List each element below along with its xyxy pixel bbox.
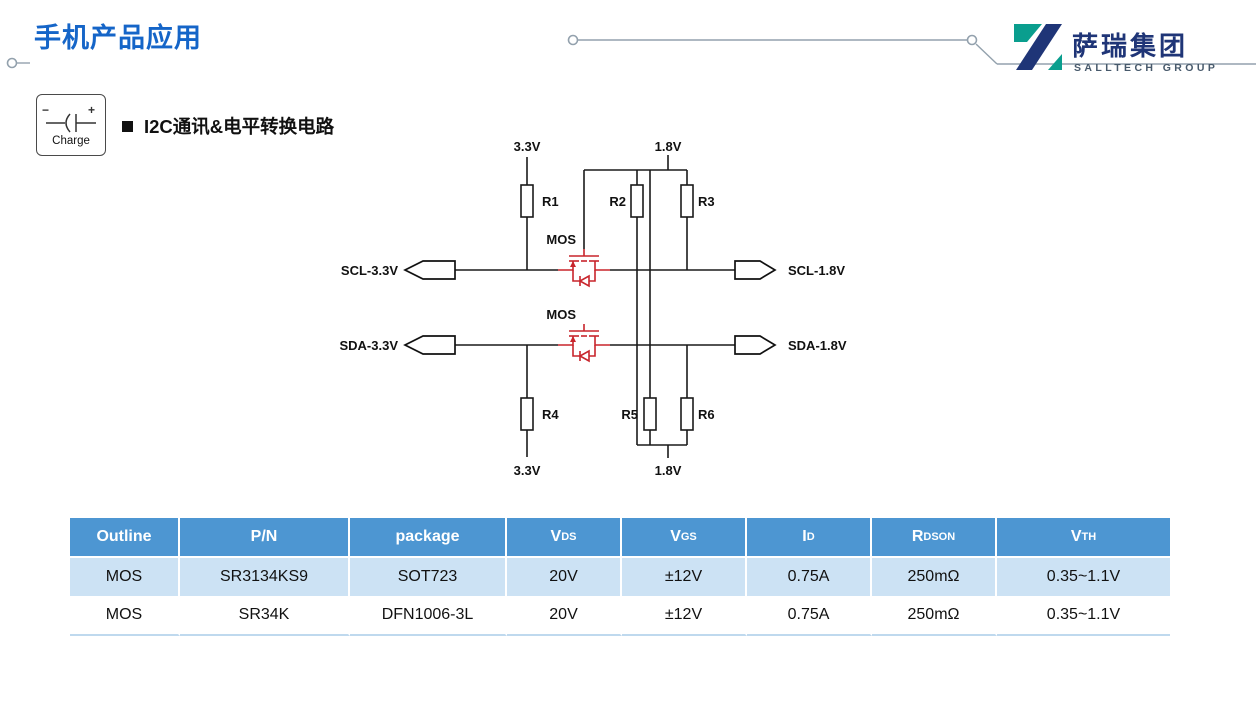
resistor-r1 [520, 184, 534, 218]
charge-icon-card: − + Charge [36, 94, 106, 156]
logo-company-name-en: SALLTECH GROUP [1074, 62, 1219, 74]
cell-vds: 20V [507, 556, 622, 596]
cell-outline: MOS [70, 596, 180, 636]
deco-circle-mid-right [966, 34, 978, 46]
battery-charge-icon: − + [42, 103, 96, 133]
header-text: I [802, 528, 807, 545]
scl-1v8-connector [734, 260, 777, 280]
rail-3v3-bottom-label: 3.3V [514, 463, 541, 478]
r2-label: R2 [609, 194, 626, 209]
sda-out-label: SDA-1.8V [788, 338, 847, 353]
section-heading-text: I2C通讯&电平转换电路 [144, 116, 335, 137]
page-title: 手机产品应用 [34, 23, 202, 53]
plus-sign: + [88, 103, 95, 117]
mos-bottom-label: MOS [546, 307, 576, 322]
r4-label: R4 [542, 407, 559, 422]
col-header-package: package [350, 518, 507, 556]
scl-in-label: SCL-3.3V [341, 263, 398, 278]
col-header-outline: Outline [70, 518, 180, 556]
resistor-r2 [630, 184, 644, 218]
minus-sign: − [42, 103, 49, 117]
sda-1v8-connector [734, 335, 777, 355]
cell-vth: 0.35~1.1V [997, 596, 1170, 636]
header-text: V [550, 528, 562, 545]
header-decoration [6, 34, 1256, 69]
logo-shape-teal-bottom [1048, 54, 1062, 70]
r5-label: R5 [621, 407, 638, 422]
salltech-logo-icon [1014, 24, 1062, 70]
deco-circle-left [6, 57, 18, 69]
header-text: R [911, 528, 924, 545]
cell-pn: SR34K [180, 596, 350, 636]
battery-curved-plate [65, 113, 71, 133]
cell-vgs: ±12V [622, 596, 747, 636]
cell-vgs: ±12V [622, 556, 747, 596]
sda-in-label: SDA-3.3V [339, 338, 398, 353]
resistor-r3 [680, 184, 694, 218]
rail-1v8-bottom-label: 1.8V [655, 463, 682, 478]
r6-label: R6 [698, 407, 715, 422]
col-header-pn: P/N [180, 518, 350, 556]
mosfet-sda-icon [558, 324, 610, 363]
scl-3v3-connector [403, 260, 456, 280]
rail-3v3-top-label: 3.3V [514, 139, 541, 154]
resistor-r4 [520, 397, 534, 431]
r1-label: R1 [542, 194, 559, 209]
deco-line-diagonal [975, 43, 998, 65]
scl-out-label: SCL-1.8V [788, 263, 845, 278]
deco-circle-mid-left [567, 34, 579, 46]
resistor-r6 [680, 397, 694, 431]
cell-vth: 0.35~1.1V [997, 556, 1170, 596]
r3-label: R3 [698, 194, 715, 209]
rail-1v8-top-label: 1.8V [655, 139, 682, 154]
header-text: V [670, 528, 681, 545]
square-bullet-icon [122, 120, 133, 132]
cell-rdson: 250mΩ [872, 556, 997, 596]
logo-shape-navy-diagonal [1016, 24, 1062, 70]
cell-pn: SR3134KS9 [180, 556, 350, 596]
mosfet-scl-icon [558, 249, 610, 288]
logo-shape-teal-top [1014, 24, 1042, 42]
cell-id: 0.75A [747, 596, 872, 636]
sda-3v3-connector [403, 335, 456, 355]
cell-rdson: 250mΩ [872, 596, 997, 636]
mos-top-label: MOS [546, 232, 576, 247]
circuit-wires [455, 155, 735, 458]
header-text: P/N [250, 528, 278, 545]
cell-vds: 20V [507, 596, 622, 636]
cell-package: SOT723 [350, 556, 507, 596]
header-text: Outline [96, 528, 152, 545]
header-text: package [395, 528, 460, 545]
header-text: V [1070, 528, 1082, 545]
cell-package: DFN1006-3L [350, 596, 507, 636]
cell-id: 0.75A [747, 556, 872, 596]
resistor-r5 [643, 397, 657, 431]
cell-outline: MOS [70, 556, 180, 596]
section-heading: I2C通讯&电平转换电路 [122, 113, 334, 139]
i2c-level-shifter-schematic: 3.3V 1.8V 3.3V 1.8V R1 R2 R3 R4 R5 R6 MO… [339, 139, 847, 478]
charge-label: Charge [52, 135, 90, 147]
logo-company-name: 萨瑞集团 [1072, 31, 1189, 61]
